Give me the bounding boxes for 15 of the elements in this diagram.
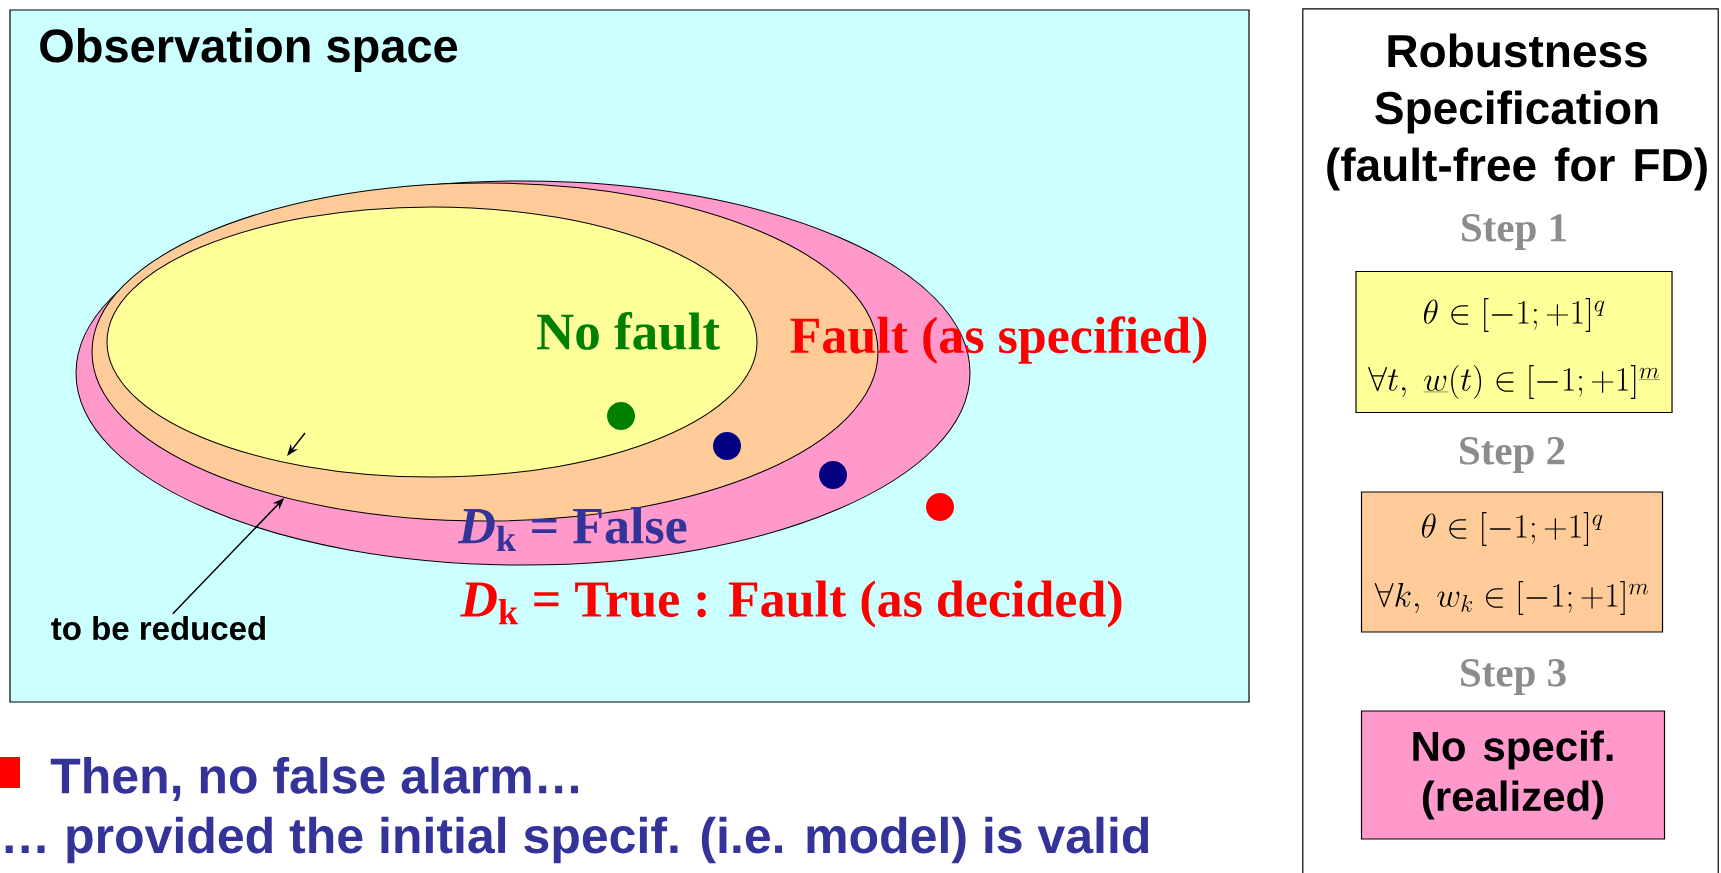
- formula: $\theta \in [-1;+1]^{q}$: [1423, 298, 1605, 332]
- panel-heading: Robustness Specification (fault-free for FD): [1327, 33, 1707, 191]
- annotation: to be reduced: [51, 615, 265, 641]
- formula: $\forall t,\ \underline{w}(t) \in [-1;+1]^{\underline{m}}$: [1368, 365, 1660, 399]
- formula: $\forall k,\ w_{k} \in [-1;+1]^{m}$: [1374, 581, 1649, 615]
- step-label: Step 2: [1460, 437, 1565, 473]
- step-label: Step 3: [1461, 659, 1566, 695]
- bullet-text: Then, no false alarm…: [50, 757, 578, 801]
- formula: $\theta \in [-1;+1]^{q}$: [1421, 512, 1603, 546]
- step-label: Step 1: [1462, 214, 1566, 250]
- bullet-text: … provided the initial specif. (i.e. model) is valid: [5, 816, 1149, 864]
- box-text: No specif. (realized): [1413, 730, 1613, 820]
- decision-label: D$_{k}$ = True : Fault (as decided): [460, 580, 1122, 628]
- region-label: No fault: [537, 312, 720, 350]
- heading: Observation space: [40, 28, 458, 72]
